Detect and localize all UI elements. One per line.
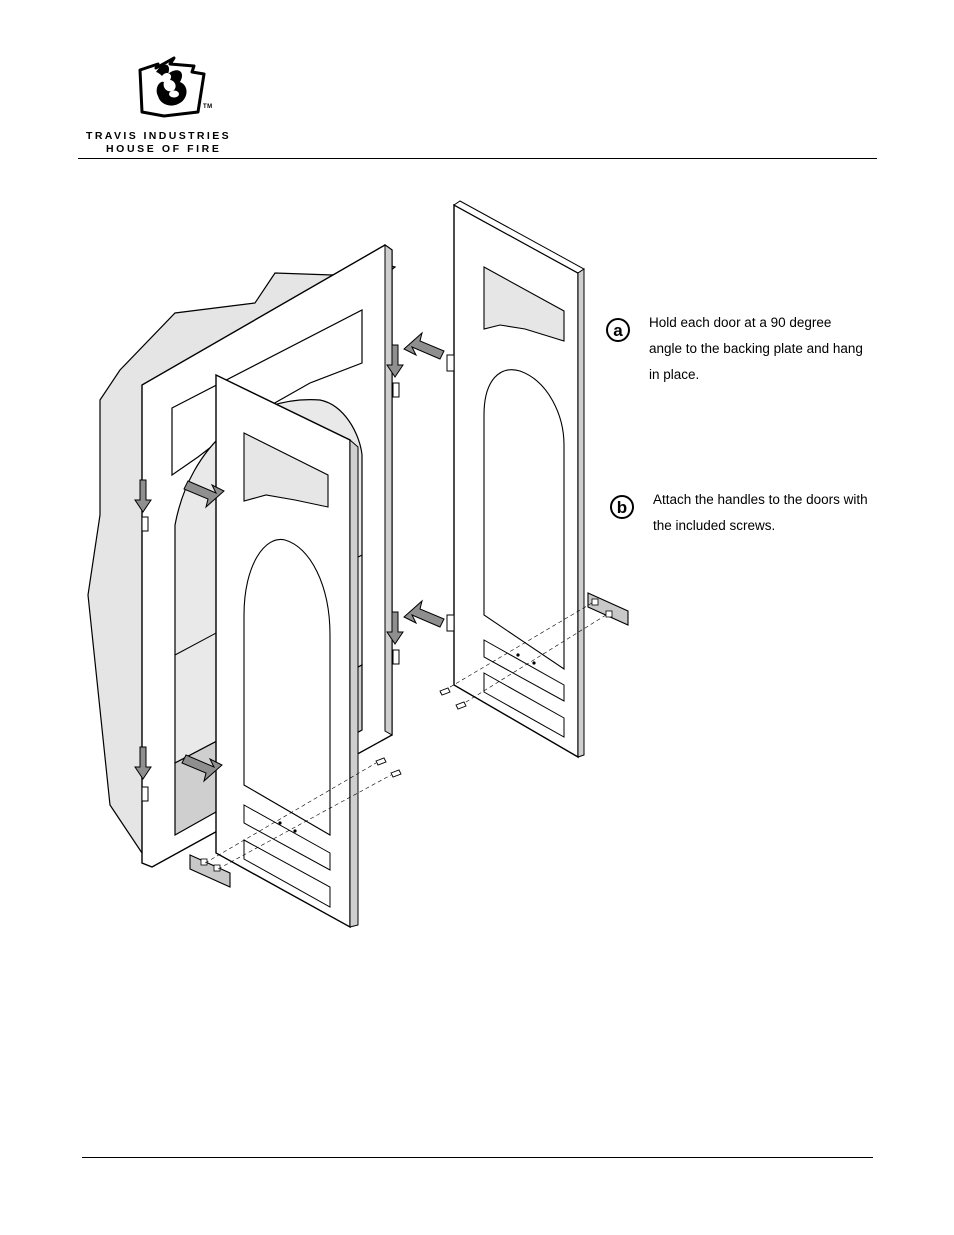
arrow-icon xyxy=(403,331,445,360)
arrow-icon xyxy=(386,611,404,645)
brand-name: TRAVIS INDUSTRIES xyxy=(86,130,232,142)
direction-arrows xyxy=(134,331,445,783)
step-marker: a xyxy=(606,318,630,342)
flame-logo-icon xyxy=(138,56,206,118)
arrow-icon xyxy=(183,480,225,509)
arrow-icon xyxy=(134,746,152,780)
arrow-icon xyxy=(134,479,152,513)
trademark-symbol: TM xyxy=(203,104,213,110)
company-logo: TM TRAVIS INDUSTRIES HOUSE OF FIRE xyxy=(82,52,257,157)
left-door xyxy=(215,373,359,929)
arrow-icon xyxy=(386,344,404,378)
door-installation-illustration xyxy=(87,200,629,929)
step-instruction: Hold each door at a 90 degree angle to t… xyxy=(649,315,863,382)
arrow-icon xyxy=(403,599,445,628)
screw-icon xyxy=(390,769,402,778)
arrow-icon xyxy=(181,754,223,783)
step-marker: b xyxy=(610,495,634,519)
step-instruction: Attach the handles to the doors with the… xyxy=(653,492,868,533)
screw-icon xyxy=(375,757,387,766)
header-divider xyxy=(78,158,877,159)
right-door-handle xyxy=(587,592,629,626)
footer-divider xyxy=(82,1157,873,1158)
brand-tagline: HOUSE OF FIRE xyxy=(106,143,222,155)
left-door-handle xyxy=(189,854,231,888)
screw-icon xyxy=(455,701,467,710)
right-door xyxy=(446,200,585,759)
screw-icon xyxy=(439,687,451,696)
